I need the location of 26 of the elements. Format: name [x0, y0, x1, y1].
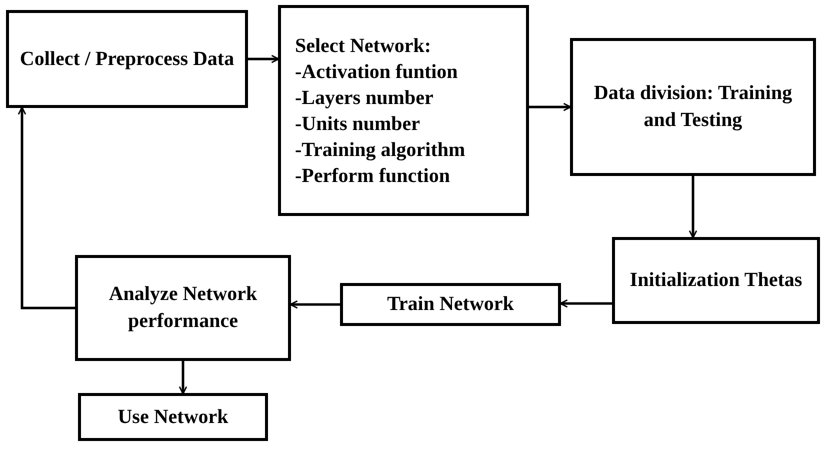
process-box — [340, 283, 561, 326]
arrow — [529, 102, 572, 112]
box-text: -Perform function — [295, 164, 450, 188]
process-box — [278, 5, 529, 216]
box-text: Data division: Training and Testing — [592, 81, 794, 133]
arrow — [18, 106, 75, 310]
arrow — [560, 299, 612, 308]
box-text: Initialization Thetas — [630, 268, 802, 293]
process-box — [570, 38, 816, 176]
process-box — [78, 393, 268, 441]
box-text: -Layers number — [295, 86, 434, 110]
box-text: -Units number — [295, 112, 420, 136]
box-text: Use Network — [118, 404, 228, 430]
box-text: Train Network — [387, 292, 514, 317]
process-box — [75, 255, 291, 361]
arrow — [290, 300, 340, 309]
box-text: -Activation funtion — [295, 60, 458, 84]
process-box — [612, 237, 820, 324]
box-text: Select Network: — [295, 34, 432, 58]
arrow — [688, 176, 698, 238]
process-box — [6, 10, 248, 108]
box-text: Analyze Network performance — [108, 282, 258, 334]
box-text: -Training algorithm — [295, 138, 466, 162]
box-text: Collect / Preprocess Data — [20, 46, 234, 72]
arrow — [248, 54, 280, 64]
arrow — [178, 361, 188, 394]
